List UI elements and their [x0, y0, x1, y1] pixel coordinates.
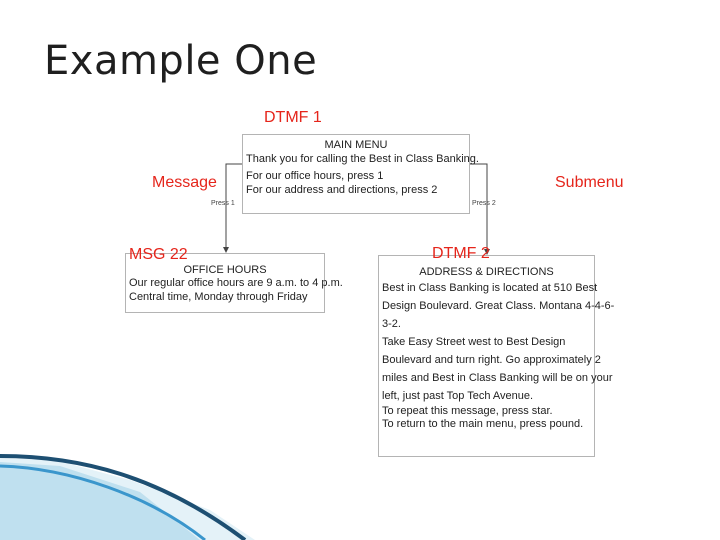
address-line: miles and Best in Class Banking will be … — [382, 372, 613, 384]
main-menu-line: Thank you for calling the Best in Class … — [246, 153, 479, 165]
slide-title: Example One — [44, 38, 318, 84]
submenu-label: Submenu — [555, 174, 624, 191]
main-menu-line: For our office hours, press 1 — [246, 170, 384, 182]
address-line: To repeat this message, press star. — [382, 405, 553, 417]
address-line: left, just past Top Tech Avenue. — [382, 390, 534, 402]
press-2-label: Press 2 — [472, 200, 496, 207]
dtmf-2-label: DTMF 2 — [432, 245, 490, 262]
main-menu-title: MAIN MENU — [324, 139, 388, 151]
dtmf-1-label: DTMF 1 — [264, 109, 322, 126]
main-menu-box: MAIN MENU Thank you for calling the Best… — [242, 134, 479, 214]
address-line: Design Boulevard. Great Class. Montana 4… — [382, 300, 615, 312]
message-label: Message — [152, 174, 217, 191]
address-line: Best in Class Banking is located at 510 … — [382, 282, 598, 294]
decorative-wave — [0, 454, 255, 540]
address-line: 3-2. — [382, 318, 401, 330]
office-hours-title: OFFICE HOURS — [183, 264, 267, 276]
office-hours-line: Central time, Monday through Friday — [129, 291, 308, 303]
address-directions-box: ADDRESS & DIRECTIONS Best in Class Banki… — [378, 255, 615, 457]
press-1-label: Press 1 — [211, 200, 235, 207]
address-line: To return to the main menu, press pound. — [382, 418, 584, 430]
office-hours-box: OFFICE HOURS Our regular office hours ar… — [125, 253, 343, 313]
address-line: Boulevard and turn right. Go approximate… — [382, 354, 601, 366]
office-hours-line: Our regular office hours are 9 a.m. to 4… — [129, 277, 343, 289]
address-title: ADDRESS & DIRECTIONS — [419, 266, 554, 278]
msg-22-label: MSG 22 — [129, 246, 188, 263]
address-line: Take Easy Street west to Best Design — [382, 336, 566, 348]
main-menu-line: For our address and directions, press 2 — [246, 184, 438, 196]
